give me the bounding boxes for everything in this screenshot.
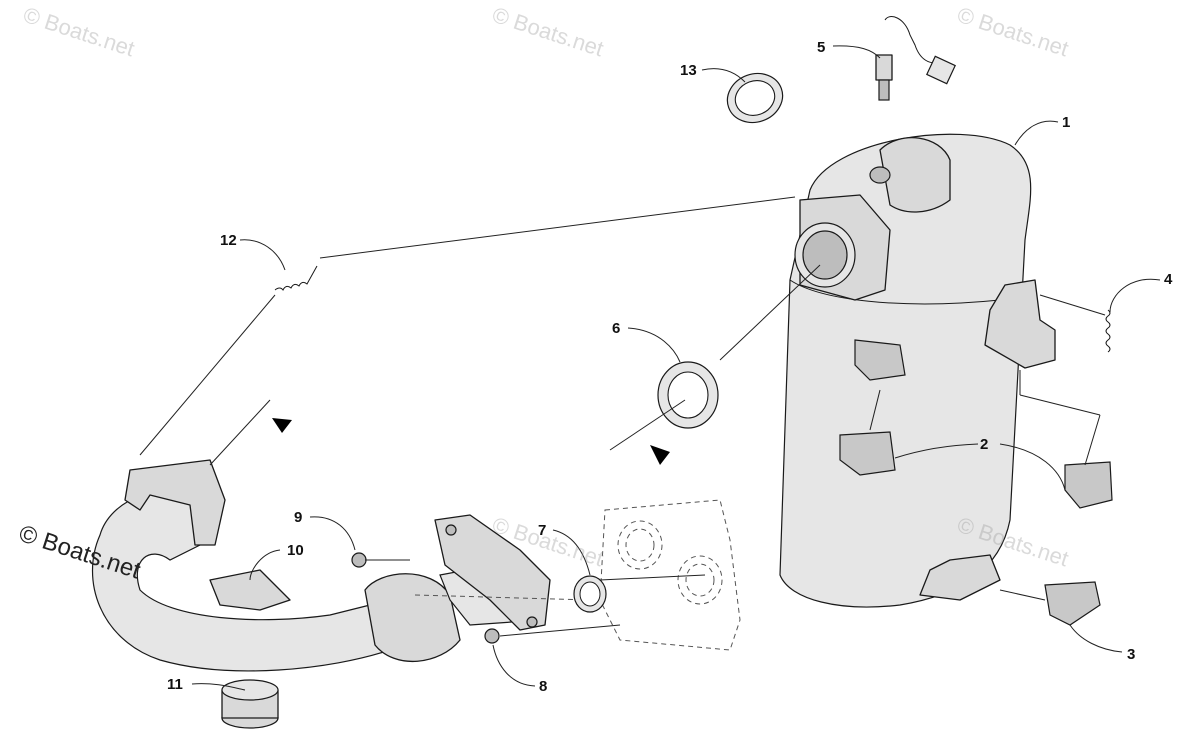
spring-12 [274,265,318,291]
callout-3: 3 [1127,646,1135,663]
callout-8: 8 [539,678,547,695]
manifold-flange [434,514,551,631]
muffler-inlet [794,194,891,301]
callout-6: 6 [612,320,620,337]
gasket-6 [657,361,719,429]
callout-13: 13 [680,62,697,79]
clamp-13 [726,72,784,124]
callout-leaders [191,45,1161,691]
callout-12: 12 [220,232,237,249]
nut-8 [484,628,500,644]
callout-10: 10 [287,542,304,559]
gasket-7 [573,575,607,613]
callout-2: 2 [980,436,988,453]
callout-1: 1 [1062,114,1070,131]
side-bracket [919,279,1056,601]
direction-arrow [650,445,670,465]
callout-11: 11 [167,676,183,693]
rubber-mount-pads [839,339,1113,626]
assembly-lines [139,196,1106,637]
direction-arrow [272,418,292,433]
callout-labels: 1 2 3 4 5 6 7 8 9 10 11 12 13 [167,39,1173,695]
oxygen-sensor-5 [875,16,956,101]
callout-7: 7 [538,522,546,539]
callout-4: 4 [1164,271,1173,288]
nut-9 [351,552,367,568]
grommet-11 [221,679,279,729]
callout-5: 5 [817,39,825,56]
callout-9: 9 [294,509,302,526]
engine-head-outline [414,499,741,651]
spring-4 [1105,309,1111,353]
